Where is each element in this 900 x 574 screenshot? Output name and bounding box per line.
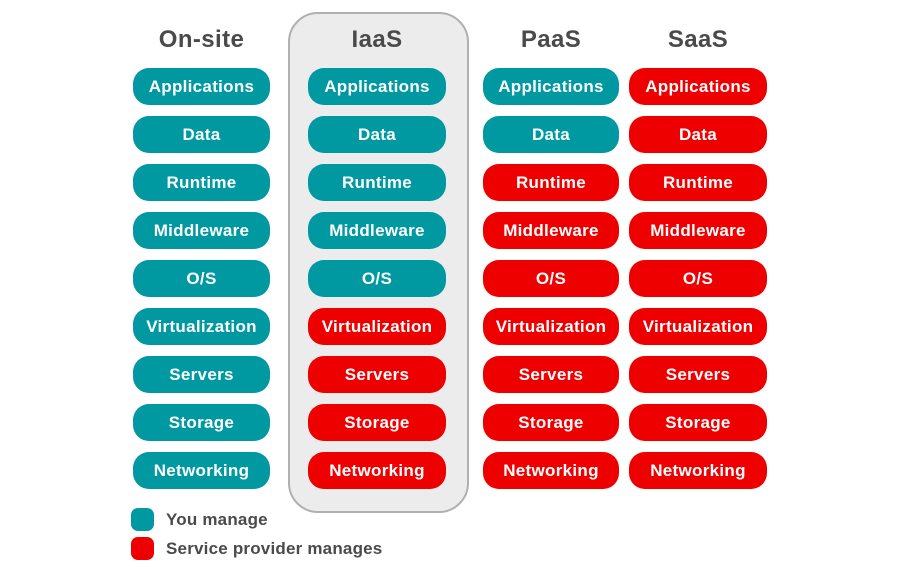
layer-pill-iaas-virtualization: Virtualization [308,308,446,345]
layer-pill-paas-middleware: Middleware [483,212,619,249]
layer-pill-paas-data: Data [483,116,619,153]
layer-pill-saas-data: Data [629,116,767,153]
layer-pill-iaas-storage: Storage [308,404,446,441]
legend-item-you-manage: You manage [131,508,382,531]
you-manage-swatch [131,508,154,531]
layer-pill-iaas-networking: Networking [308,452,446,489]
layer-pill-saas-virtualization: Virtualization [629,308,767,345]
layer-pill-on-site-middleware: Middleware [133,212,270,249]
layer-pill-iaas-data: Data [308,116,446,153]
layer-pill-paas-applications: Applications [483,68,619,105]
legend-label-you-manage: You manage [166,509,268,529]
layer-pill-saas-storage: Storage [629,404,767,441]
legend-item-provider-manages: Service provider manages [131,537,382,560]
layer-pill-iaas-o-s: O/S [308,260,446,297]
layer-pill-paas-o-s: O/S [483,260,619,297]
layer-pill-paas-servers: Servers [483,356,619,393]
layer-pill-paas-storage: Storage [483,404,619,441]
layer-pill-saas-servers: Servers [629,356,767,393]
legend-label-provider-manages: Service provider manages [166,538,383,558]
column-title-paas: PaaS [520,26,582,53]
layer-pill-on-site-runtime: Runtime [133,164,270,201]
legend: You manage Service provider manages [131,508,382,560]
layer-pill-paas-runtime: Runtime [483,164,619,201]
layer-pill-on-site-applications: Applications [133,68,270,105]
layer-pill-saas-applications: Applications [629,68,767,105]
layer-pill-on-site-servers: Servers [133,356,270,393]
layer-pill-iaas-runtime: Runtime [308,164,446,201]
layer-pill-saas-networking: Networking [629,452,767,489]
layer-pill-saas-o-s: O/S [629,260,767,297]
layer-pill-paas-virtualization: Virtualization [483,308,619,345]
layer-pill-iaas-middleware: Middleware [308,212,446,249]
layer-pill-iaas-applications: Applications [308,68,446,105]
layer-pill-saas-runtime: Runtime [629,164,767,201]
layer-pill-iaas-servers: Servers [308,356,446,393]
column-title-on-site: On-site [158,26,245,53]
service-provider-manages-swatch [131,537,154,560]
layer-pill-on-site-virtualization: Virtualization [133,308,270,345]
column-title-saas: SaaS [667,26,729,53]
layer-pill-on-site-o-s: O/S [133,260,270,297]
layer-pill-on-site-networking: Networking [133,452,270,489]
layer-pill-paas-networking: Networking [483,452,619,489]
layer-pill-saas-middleware: Middleware [629,212,767,249]
layer-pill-on-site-storage: Storage [133,404,270,441]
layer-pill-on-site-data: Data [133,116,270,153]
column-title-iaas: IaaS [351,26,403,53]
